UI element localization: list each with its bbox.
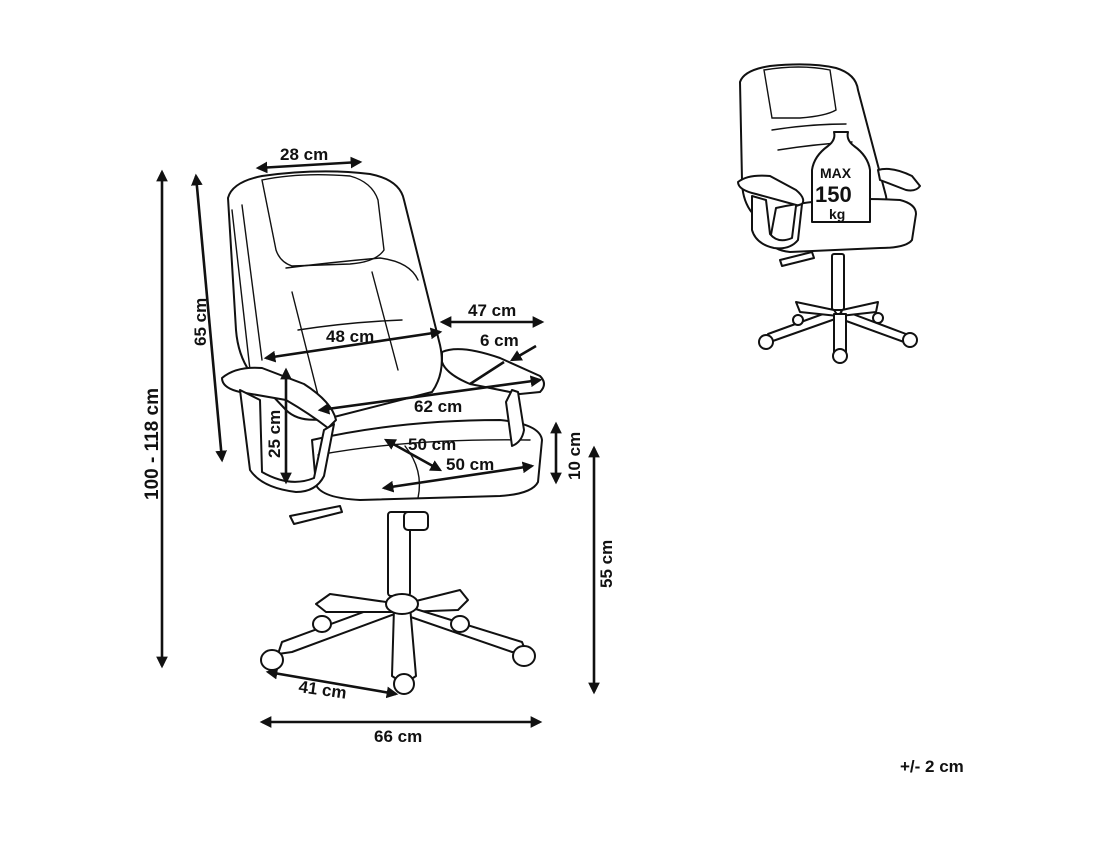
- dimension-labels: 28 cm 65 cm 100 - 118 cm 48 cm 47 cm 6 c…: [142, 145, 616, 746]
- weight-capacity-icon: [811, 131, 871, 223]
- small-chair-capacity-drawing: MAX 150 kg: [737, 63, 921, 364]
- seat-cushion: [311, 419, 543, 501]
- label-armrest-span: 47 cm: [468, 301, 516, 320]
- height-lever: [289, 505, 343, 525]
- label-seat-height: 55 cm: [597, 540, 616, 588]
- label-seat-thickness: 10 cm: [565, 432, 584, 480]
- left-armrest: [221, 366, 337, 429]
- label-leg-length: 41 cm: [297, 677, 347, 703]
- tolerance-note: +/- 2 cm: [900, 757, 964, 776]
- caster-wheels: [260, 615, 536, 695]
- label-armrest-height: 25 cm: [265, 410, 284, 458]
- capacity-label: MAX: [820, 165, 852, 181]
- label-headrest-width: 28 cm: [280, 145, 328, 164]
- capacity-value: 150: [815, 182, 852, 207]
- label-armrest-width: 6 cm: [480, 331, 519, 350]
- label-seat-width: 50 cm: [446, 455, 494, 474]
- label-seat-depth: 50 cm: [408, 435, 456, 454]
- label-outer-width: 62 cm: [414, 397, 462, 416]
- label-base-width: 66 cm: [374, 727, 422, 746]
- label-total-height: 100 - 118 cm: [142, 388, 163, 500]
- headrest-cushion: [261, 173, 385, 267]
- star-base: [277, 589, 527, 685]
- capacity-unit: kg: [829, 206, 845, 222]
- label-backrest-height: 65 cm: [191, 298, 210, 346]
- label-backrest-width: 48 cm: [326, 327, 374, 346]
- dimension-arrows: [156, 156, 600, 728]
